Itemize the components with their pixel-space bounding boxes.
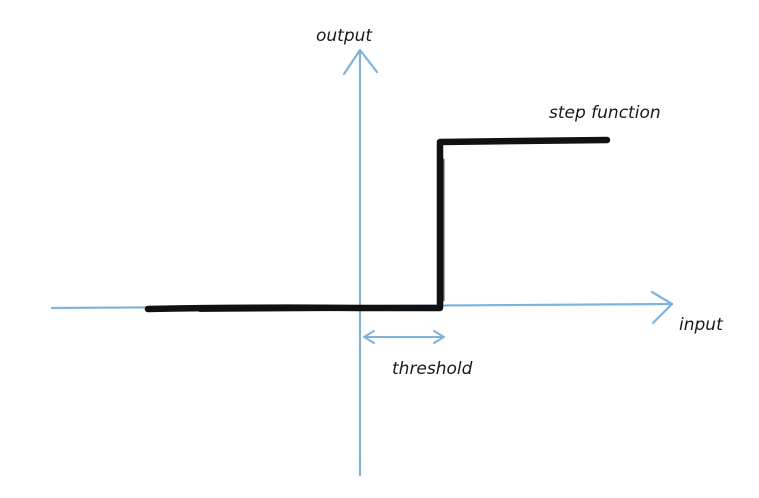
y-axis [342,48,379,477]
y-axis-arrowhead [342,48,379,76]
threshold-label: threshold [392,359,473,379]
step-function-curve [144,136,611,313]
x-axis-arrowhead [650,290,674,325]
threshold-arrow [363,330,445,344]
threshold-arrowhead-left [363,330,375,344]
threshold-arrowhead-right [433,330,445,344]
y-axis-label: output [316,26,373,46]
x-axis-label: input [679,315,724,335]
curve-label: step function [549,103,661,123]
